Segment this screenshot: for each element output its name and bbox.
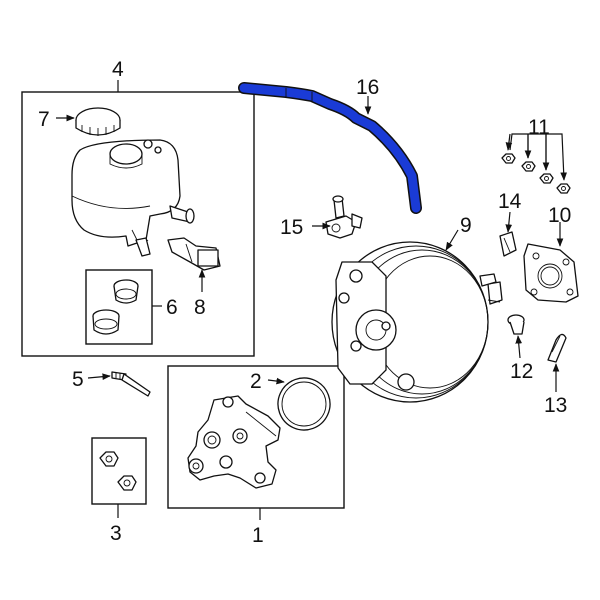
vacuum-hose-part[interactable]	[238, 82, 422, 214]
leader-lines	[56, 80, 564, 520]
clip-part[interactable]	[499, 231, 517, 257]
master-cylinder-part[interactable]	[187, 395, 281, 489]
nut-group-box	[91, 437, 147, 505]
nut-upper-part[interactable]	[99, 451, 119, 467]
reservoir-cap-part[interactable]	[75, 107, 121, 136]
grommet-lower-part[interactable]	[92, 309, 120, 335]
callout-8: 8	[194, 296, 206, 319]
plug-part[interactable]	[507, 314, 525, 335]
callout-3: 3	[110, 522, 122, 545]
callout-4: 4	[112, 58, 124, 81]
pin-part[interactable]	[111, 371, 151, 397]
spring-clip-part[interactable]	[547, 333, 567, 363]
callout-10: 10	[548, 204, 571, 227]
callout-9: 9	[460, 214, 472, 237]
callout-6: 6	[166, 296, 178, 319]
callout-13: 13	[544, 394, 567, 417]
level-sensor-part[interactable]	[167, 237, 221, 271]
callout-14: 14	[498, 190, 522, 213]
brake-booster-part[interactable]	[331, 241, 503, 403]
o-ring-seal-part[interactable]	[271, 371, 338, 438]
check-valve-part[interactable]	[325, 195, 363, 239]
reservoir-part[interactable]	[71, 139, 195, 257]
callout-12: 12	[510, 360, 533, 383]
master-cylinder-box	[167, 365, 345, 509]
grommet-group-box	[85, 269, 153, 345]
callout-2: 2	[250, 370, 262, 393]
grommet-upper-part[interactable]	[113, 279, 139, 304]
gasket-part[interactable]	[523, 243, 579, 303]
nut-lower-part[interactable]	[117, 475, 137, 491]
callout-5: 5	[72, 368, 84, 391]
reservoir-group-box	[21, 91, 255, 357]
callout-11: 11	[528, 116, 550, 139]
callout-16: 16	[356, 76, 379, 99]
callout-15: 15	[280, 216, 303, 239]
callout-7: 7	[38, 108, 50, 131]
mounting-nuts-part[interactable]	[501, 153, 571, 194]
callout-1: 1	[252, 524, 264, 547]
